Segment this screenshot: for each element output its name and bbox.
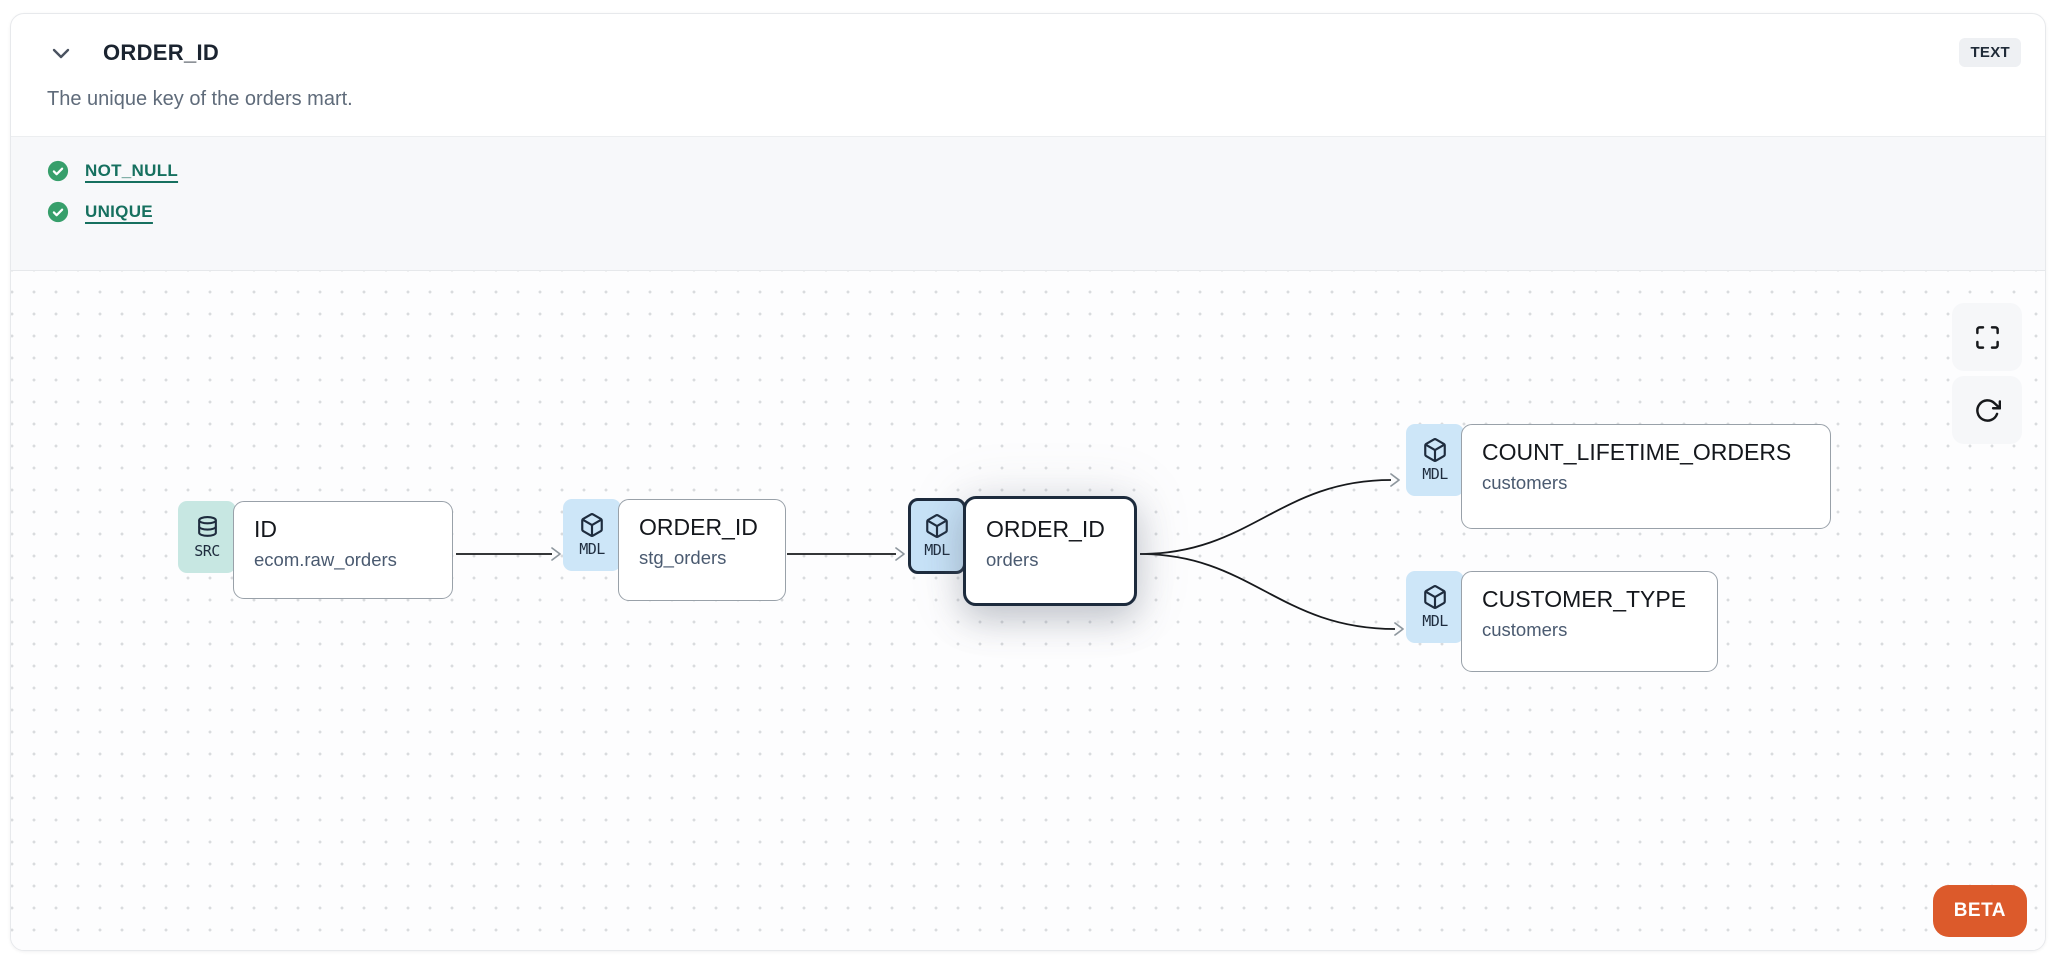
- cube-icon: [581, 513, 603, 537]
- node-title: COUNT_LIFETIME_ORDERS: [1482, 439, 1792, 465]
- node-card: ID ecom.raw_orders: [233, 501, 453, 599]
- lineage-node-id-ecom-raw-orders[interactable]: SRC ID ecom.raw_orders: [178, 501, 453, 599]
- lineage-node-order-id-orders-selected[interactable]: MDL ORDER_ID orders: [908, 496, 1137, 606]
- model-badge: MDL: [563, 499, 621, 571]
- node-badge-label: MDL: [579, 540, 605, 558]
- column-title: ORDER_ID: [103, 39, 220, 65]
- check-circle-icon: [47, 201, 69, 223]
- node-card: COUNT_LIFETIME_ORDERS customers: [1461, 424, 1831, 529]
- node-badge-label: MDL: [1422, 465, 1448, 483]
- model-badge: MDL: [1406, 571, 1464, 643]
- edge-arrowhead: [1390, 473, 1400, 487]
- panel-header-block: ORDER_ID TEXT The unique key of the orde…: [11, 14, 2045, 136]
- node-title: ORDER_ID: [639, 514, 758, 540]
- edge-arrowhead: [1394, 622, 1404, 636]
- node-card: ORDER_ID stg_orders: [618, 499, 786, 601]
- lineage-node-order-id-stg-orders[interactable]: MDL ORDER_ID stg_orders: [563, 499, 786, 601]
- beta-badge: BETA: [1932, 885, 2027, 937]
- chevron-down-icon: [52, 48, 70, 58]
- lineage-edges: [456, 473, 1404, 636]
- column-description: The unique key of the orders mart.: [47, 88, 353, 110]
- node-card: CUSTOMER_TYPE customers: [1461, 571, 1718, 672]
- fullscreen-icon: [1975, 325, 1999, 349]
- node-subtitle: customers: [1482, 618, 1568, 640]
- node-title: ID: [254, 516, 277, 542]
- test-row: UNIQUE: [47, 201, 2009, 223]
- node-subtitle: stg_orders: [639, 546, 727, 568]
- source-badge: SRC: [178, 501, 236, 573]
- node-subtitle: customers: [1482, 471, 1568, 493]
- node-badge-label: MDL: [1422, 612, 1448, 630]
- canvas-controls: [1952, 303, 2022, 444]
- node-title: ORDER_ID: [986, 516, 1105, 542]
- node-subtitle: ecom.raw_orders: [254, 548, 397, 570]
- column-details-panel: ORDER_ID TEXT The unique key of the orde…: [10, 13, 2046, 951]
- edge-orders-to-count-lifetime-orders: [1139, 479, 1392, 555]
- column-type-badge: TEXT: [1959, 38, 2021, 67]
- panel-header: ORDER_ID TEXT: [11, 14, 2045, 67]
- database-icon: [197, 515, 217, 537]
- fullscreen-button[interactable]: [1952, 303, 2022, 371]
- test-link-not-null[interactable]: NOT_NULL: [85, 161, 179, 180]
- edge-orders-to-customer-type: [1139, 553, 1396, 630]
- refresh-button[interactable]: [1952, 376, 2022, 444]
- cube-icon: [1424, 585, 1446, 609]
- test-row: NOT_NULL: [47, 160, 2009, 182]
- cube-icon: [1424, 438, 1446, 462]
- refresh-icon: [1975, 398, 2001, 422]
- node-badge-label: MDL: [924, 541, 950, 559]
- node-title: CUSTOMER_TYPE: [1482, 586, 1687, 612]
- check-circle-icon: [47, 160, 69, 182]
- node-subtitle: orders: [986, 548, 1039, 570]
- tests-section: NOT_NULL UNIQUE: [11, 136, 2045, 271]
- lineage-node-customer-type-customers[interactable]: MDL CUSTOMER_TYPE customers: [1406, 571, 1718, 672]
- edge-arrowhead: [551, 547, 561, 561]
- edge-arrowhead: [895, 547, 905, 561]
- lineage-node-count-lifetime-orders-customers[interactable]: MDL COUNT_LIFETIME_ORDERS customers: [1406, 424, 1831, 529]
- node-card: ORDER_ID orders: [963, 496, 1137, 606]
- lineage-canvas[interactable]: SRC ID ecom.raw_orders MDL ORDER_ID stg_…: [11, 271, 2045, 950]
- collapse-button[interactable]: [47, 39, 75, 67]
- model-badge: MDL: [1406, 424, 1464, 496]
- node-badge-label: SRC: [194, 541, 220, 560]
- model-badge: MDL: [908, 498, 966, 574]
- test-link-unique[interactable]: UNIQUE: [85, 202, 153, 221]
- cube-icon: [926, 514, 948, 538]
